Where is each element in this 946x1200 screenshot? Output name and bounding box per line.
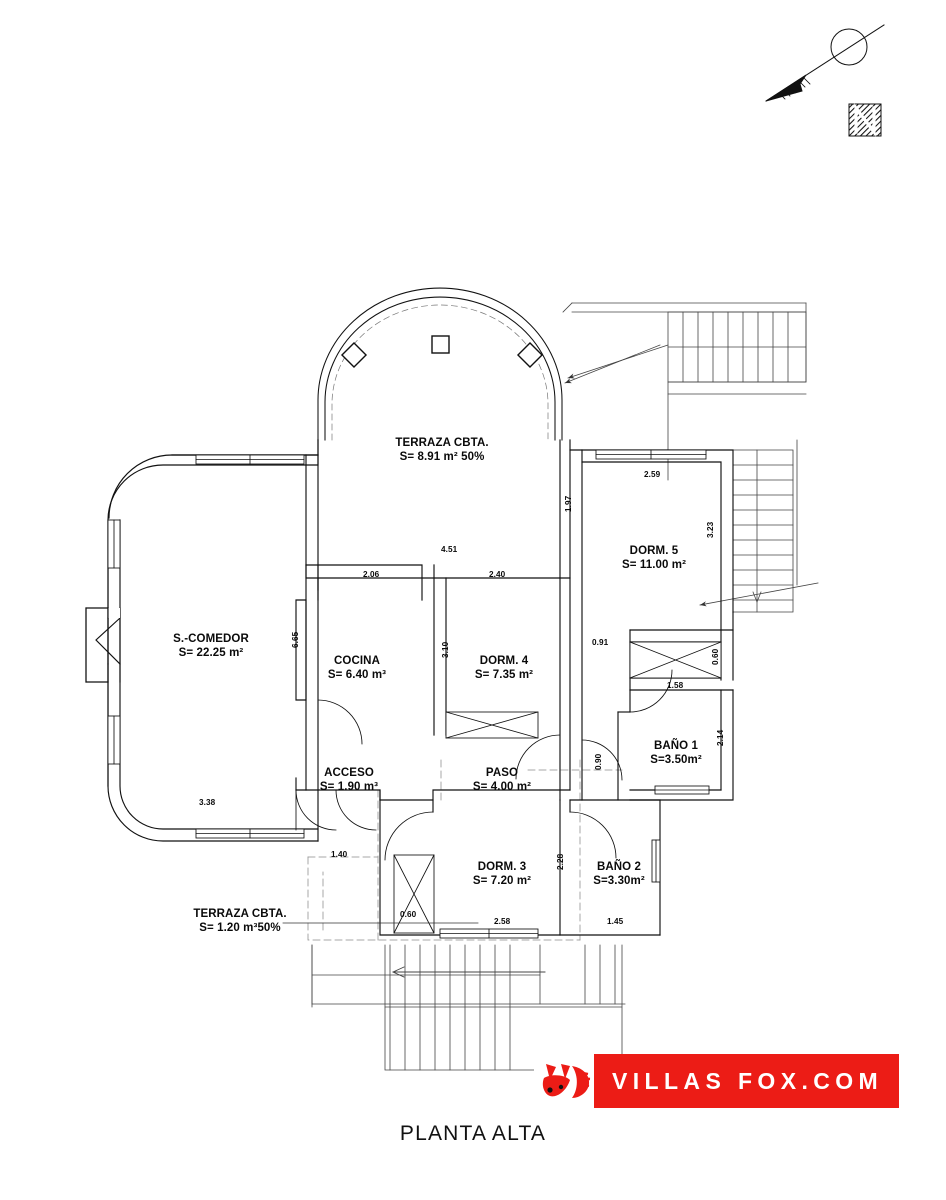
bay-projection	[85, 607, 121, 683]
room-area: S= 6.40 m³	[327, 668, 387, 681]
room-name: BAÑO 2	[596, 861, 642, 873]
stair-run-top	[562, 302, 807, 481]
dimension-0-91: 0.91	[592, 638, 609, 647]
room-label-cocina: COCINA S= 6.40 m³	[328, 655, 386, 682]
room-label-terraza-cbta-inferior: TERRAZA CBTA. S= 1.20 m³50%	[193, 908, 286, 935]
stair-direction-arrow-bottom	[392, 966, 546, 978]
room-label-terraza-cbta-superior: TERRAZA CBTA. S= 8.91 m² 50%	[395, 437, 488, 464]
dimension-2-59: 2.59	[644, 470, 661, 479]
window-bano1	[654, 785, 710, 795]
room-name: BAÑO 1	[653, 740, 699, 752]
dimension-2-40: 2.40	[489, 570, 506, 579]
window-salon-bottom	[195, 828, 305, 839]
stair-leader-right	[699, 582, 819, 607]
terrace-column-center	[431, 335, 450, 354]
wardrobe-dorm4	[445, 711, 539, 739]
door-swing-cocina	[317, 699, 363, 745]
dimension-4-51: 4.51	[441, 545, 458, 554]
brand-text: VILLAS FOX.COM	[612, 1067, 884, 1094]
wardrobe-dorm3	[393, 854, 435, 934]
dimension-2-14: 2.14	[716, 729, 725, 746]
room-name: DORM. 4	[479, 655, 529, 667]
room-name: ACCESO	[324, 767, 374, 779]
stair-run-bottom	[311, 944, 626, 1071]
door-swing-bano2	[569, 811, 617, 859]
wardrobe-dorm5	[629, 641, 722, 679]
dimension-6-65: 6.65	[291, 631, 300, 648]
room-area: S= 7.20 m²	[472, 874, 532, 887]
room-area: S= 1.90 m³	[319, 780, 379, 793]
door-swing-bano1	[629, 669, 673, 713]
door-swing-acceso-a	[295, 789, 337, 831]
room-name: DORM. 5	[629, 545, 679, 557]
brand-bar: VILLAS FOX.COM	[594, 1054, 900, 1108]
dimension-3-10: 3.10	[441, 641, 450, 658]
room-area: S=3.50m²	[650, 753, 702, 766]
dimension-1-58: 1.58	[667, 681, 684, 690]
north-letter-icon	[848, 103, 882, 137]
interior-walls	[295, 439, 734, 936]
terrace-leader-arrow	[564, 344, 661, 384]
room-label-dormitorio-4: DORM. 4 S= 7.35 m²	[475, 655, 533, 682]
window-salon-left-upper	[107, 519, 121, 569]
room-name: COCINA	[334, 655, 380, 667]
dimension-2-06: 2.06	[363, 570, 380, 579]
slab-outline	[307, 759, 623, 941]
room-name: S.-COMEDOR	[173, 633, 249, 645]
room-name: TERRAZA CBTA.	[193, 908, 287, 920]
room-name: DORM. 3	[477, 861, 527, 873]
room-label-dormitorio-3: DORM. 3 S= 7.20 m²	[473, 861, 531, 888]
room-label-bano-1: BAÑO 1 S=3.50m²	[650, 740, 702, 767]
stair-run-right	[732, 439, 798, 613]
room-label-salon-comedor: S.-COMEDOR S= 22.25 m²	[173, 633, 249, 660]
dimension-1-97: 1.97	[564, 495, 573, 512]
room-area: S=3.30m²	[593, 874, 645, 887]
bay-projection-outline	[85, 607, 109, 683]
door-swing-dorm4	[515, 734, 561, 780]
room-label-bano-2: BAÑO 2 S=3.30m²	[593, 861, 645, 888]
dimension-3-38: 3.38	[199, 798, 216, 807]
room-area: S= 22.25 m²	[178, 646, 244, 659]
window-dorm3	[439, 928, 539, 939]
window-bano2	[651, 839, 661, 883]
arched-terrace-inner-dash	[331, 304, 549, 441]
dimension-0-60-dorm5: 0.60	[711, 648, 720, 665]
room-area: S= 1.20 m³50%	[199, 921, 281, 934]
dimension-2-58: 2.58	[494, 917, 511, 926]
dimension-2-28: 2.28	[556, 853, 565, 870]
villas-fox-logo[interactable]: VILLAS FOX.COM	[534, 1054, 900, 1108]
window-dorm5	[595, 449, 707, 460]
terrace-column-left	[340, 341, 368, 369]
room-area: S= 4.00 m²	[472, 780, 532, 793]
page-title: PLANTA ALTA	[399, 1122, 547, 1145]
door-swing-dorm3	[384, 811, 434, 861]
dimension-3-23: 3.23	[706, 521, 715, 538]
room-label-acceso: ACCESO S= 1.90 m³	[320, 767, 378, 794]
window-salon-top	[195, 454, 305, 465]
room-name: PASO	[485, 767, 519, 779]
room-area: S= 8.91 m² 50%	[399, 450, 485, 463]
arched-terrace-wall	[317, 287, 563, 441]
room-label-dormitorio-5: DORM. 5 S= 11.00 m²	[622, 545, 686, 572]
dimension-0-60-dorm3: 0.60	[400, 910, 417, 919]
dimension-1-40: 1.40	[331, 850, 348, 859]
window-salon-left-lower	[107, 715, 121, 765]
room-area: S= 7.35 m²	[474, 668, 534, 681]
terrace-column-right	[516, 341, 544, 369]
dimension-1-45: 1.45	[607, 917, 624, 926]
dimension-0-90: 0.90	[594, 753, 603, 770]
door-swing-dorm5	[581, 739, 623, 781]
room-name: TERRAZA CBTA.	[395, 437, 489, 449]
room-label-paso: PASO S= 4.00 m²	[473, 767, 531, 794]
room-area: S= 11.00 m²	[621, 558, 687, 571]
north-arrow-icon	[765, 24, 885, 102]
fox-head-icon	[534, 1054, 594, 1108]
door-swing-acceso-b	[335, 789, 377, 831]
